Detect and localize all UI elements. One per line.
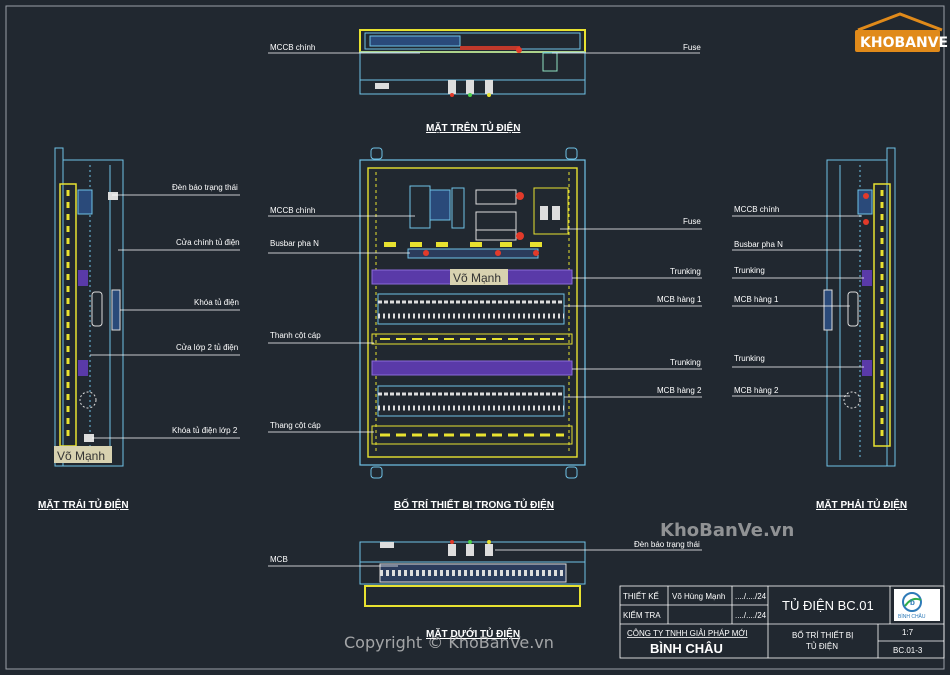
tb-company-line1: CÔNG TY TNHH GIẢI PHÁP MỚI [627,629,748,638]
front-fuse-label: Fuse [683,217,701,226]
khobanve-logo-text: KHOBANVE [860,35,948,51]
front-mccb-label: MCCB chính [270,206,315,215]
left-view-title: MẶT TRÁI TỦ ĐIỆN [38,498,129,511]
right-mccb-label: MCCB chính [734,205,779,214]
tb-designer-date: ..../..../24 [735,592,767,601]
bottom-lamp-label: Đèn báo trạng thái [634,540,700,549]
copyright-watermark: Copyright © KhoBanVe.vn [344,633,554,652]
front-trunking2-label: Trunking [670,358,701,367]
left-side-view [54,147,124,467]
svg-text:b: b [910,598,915,607]
khobanve-logo: KHOBANVE [855,12,948,52]
bottom-view [359,540,586,607]
site-watermark: KhoBanVe.vn [660,520,794,541]
top-mccb-label: MCCB chính [270,43,315,52]
front-view-title: BỐ TRÍ THIẾT BỊ TRONG TỦ ĐIỆN [394,497,554,511]
top-fuse-label: Fuse [683,43,701,52]
right-side-view [823,147,896,467]
left-door-label: Cửa chính tủ điện [176,238,240,247]
front-busbar-label: Busbar pha N [270,239,319,248]
bottom-mcb-label: MCB [270,555,288,564]
left-door2-label: Cửa lớp 2 tủ điện [176,343,238,352]
title-block [619,585,945,659]
left-lock-label: Khóa tủ điện [194,298,239,307]
front-name-tag-bg [450,269,508,285]
front-name-tag: Võ Mạnh [453,271,501,285]
company-logo-text: BÌNH CHÂU [898,613,926,620]
sheet-border [5,5,945,670]
left-name-tag: Võ Mạnh [57,449,105,463]
right-mcb2-label: MCB hàng 2 [734,386,779,395]
left-lock2-label: Khóa tủ điện lớp 2 [172,426,238,435]
tb-drawing-name-1: BỐ TRÍ THIẾT BỊ [792,630,853,640]
top-view [359,29,586,97]
bottom-view-title: MẶT DƯỚI TỦ ĐIỆN [426,627,520,640]
tb-company-line2: BÌNH CHÂU [650,641,723,656]
front-mcb1-label: MCB hàng 1 [657,295,702,304]
tb-drawing-code: TỦ ĐIỆN BC.01 [782,598,874,613]
right-view-title: MẶT PHẢI TỦ ĐIỆN [816,498,907,511]
tb-drawing-name-2: TỦ ĐIỆN [806,642,838,651]
left-lamp-label: Đèn báo trạng thái [172,183,238,192]
tb-sheet: BC.01-3 [893,646,923,655]
right-mcb1-label: MCB hàng 1 [734,295,779,304]
right-trunking1-label: Trunking [734,266,765,275]
tb-designer-label: THIẾT KẾ [623,591,659,601]
front-cable-bar-label: Thanh cột cáp [270,331,321,340]
company-logo: b BÌNH CHÂU [894,589,940,621]
front-mcb2-label: MCB hàng 2 [657,386,702,395]
tb-checker-label: KIỂM TRA [623,611,661,620]
tb-checker-date: ..../..../24 [735,611,767,620]
front-cable-ladder-label: Thang cột cáp [270,421,321,430]
right-busbar-label: Busbar pha N [734,240,783,249]
right-trunking2-label: Trunking [734,354,765,363]
tb-scale: 1:7 [902,628,914,637]
front-trunking1-label: Trunking [670,267,701,276]
front-view [359,147,586,479]
tb-designer-name: Võ Hùng Mạnh [672,592,725,601]
left-name-tag-bg [54,446,112,463]
top-view-title: MẶT TRÊN TỦ ĐIỆN [426,121,520,134]
